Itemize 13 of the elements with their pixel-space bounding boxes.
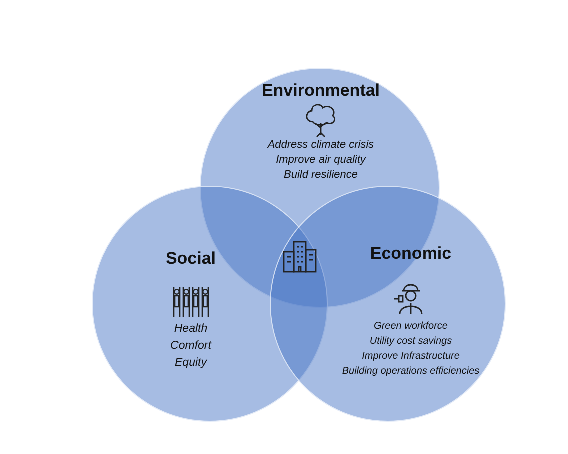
benefit-text: Comfort — [170, 340, 212, 352]
benefit-text: Green workforce — [374, 321, 448, 332]
benefit-text: Utility cost savings — [370, 336, 452, 347]
benefit-text: Build resilience — [284, 169, 358, 181]
benefit-text: Address climate crisis — [268, 139, 374, 151]
category-heading: Social — [166, 249, 216, 269]
benefit-text: Improve Infrastructure — [362, 351, 460, 362]
benefit-text: Equity — [175, 357, 207, 369]
category-heading: Environmental — [262, 81, 380, 101]
category-heading: Economic — [370, 244, 452, 264]
benefit-text: Improve air quality — [276, 154, 366, 166]
benefit-text: Health — [174, 323, 208, 335]
benefit-text: Building operations efficiencies — [342, 366, 480, 377]
